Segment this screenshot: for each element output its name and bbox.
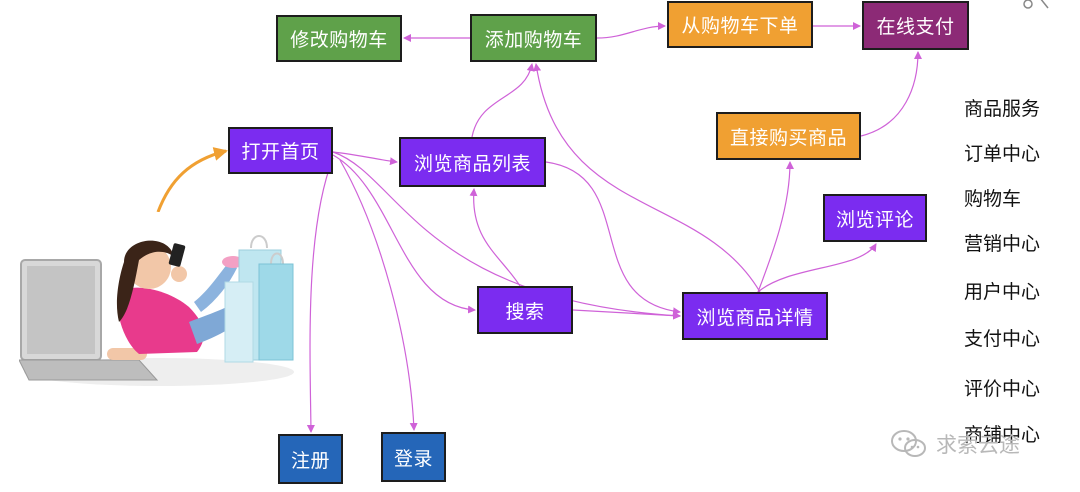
- edge-list-to-detail: [545, 161, 681, 316]
- service-item: 评价中心: [964, 378, 1041, 400]
- node-browse-product-list: 浏览商品列表: [399, 137, 546, 187]
- service-item: 支付中心: [964, 328, 1041, 350]
- node-order-from-cart: 从购物车下单: [667, 1, 813, 48]
- start-arrow: [156, 147, 228, 213]
- edge-search-to-list: [469, 188, 521, 287]
- node-add-to-cart: 添加购物车: [470, 14, 597, 62]
- edge-home-to-register: [306, 157, 334, 433]
- service-item: 用户中心: [964, 281, 1041, 303]
- service-item: 购物车: [964, 188, 1022, 210]
- edge-add-to-order: [596, 22, 666, 39]
- node-login: 登录: [381, 432, 446, 482]
- node-product-detail: 浏览商品详情: [682, 292, 828, 340]
- edge-home-to-detail: [332, 151, 681, 320]
- edge-list-to-add: [471, 63, 535, 138]
- node-modify-cart: 修改购物车: [276, 15, 402, 62]
- shopper-photo: [19, 212, 297, 397]
- edge-buy-to-pay: [860, 51, 922, 137]
- node-search: 搜索: [477, 286, 573, 334]
- link-icon: [1023, 0, 1049, 9]
- watermark: 求索云途: [890, 424, 1020, 464]
- service-item: 营销中心: [964, 233, 1041, 255]
- node-register: 注册: [278, 434, 343, 484]
- service-item: 商铺中心: [964, 424, 1041, 446]
- edge-search-to-detail: [572, 309, 681, 320]
- edge-home-to-list: [332, 151, 398, 166]
- edge-detail-to-reviews: [757, 243, 877, 293]
- edge-home-to-search: [332, 154, 476, 314]
- node-browse-reviews: 浏览评论: [823, 194, 927, 242]
- node-pay-online: 在线支付: [862, 1, 969, 50]
- edge-detail-to-add: [533, 63, 761, 293]
- node-buy-directly: 直接购买商品: [716, 112, 861, 160]
- edge-detail-to-buy: [757, 161, 794, 293]
- wechat-icon: [891, 430, 926, 457]
- edge-home-to-login: [339, 159, 418, 431]
- watermark-text: 求索云途: [936, 433, 1020, 457]
- service-item: 商品服务: [964, 98, 1041, 120]
- node-open-home: 打开首页: [228, 127, 333, 174]
- shopper-illustration: [19, 235, 294, 386]
- service-item: 订单中心: [964, 143, 1041, 165]
